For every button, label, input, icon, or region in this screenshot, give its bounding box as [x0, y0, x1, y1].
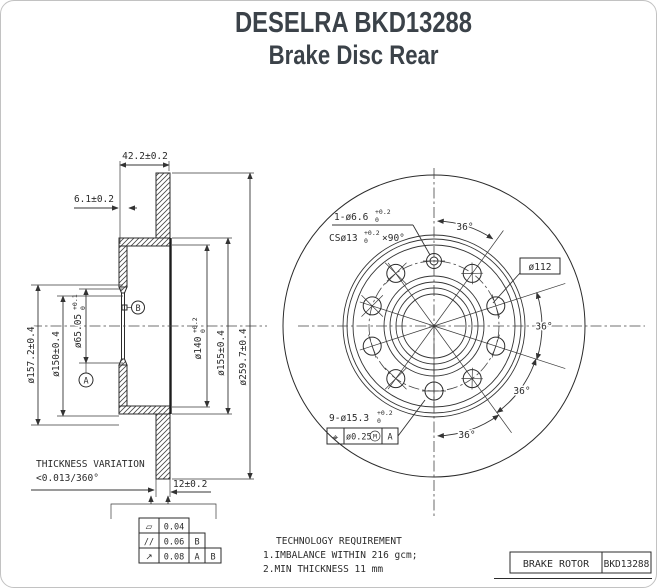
- position-icon: ⌖: [333, 433, 339, 444]
- dim-disc-thickness: 12±0.2: [155, 479, 211, 497]
- bolt-holes-tol-lo: 0: [377, 417, 381, 425]
- runout-datum-2: B: [210, 553, 215, 563]
- feature-control-frame: ▱ 0.04 // 0.06 B ↗ 0.08 A B: [138, 517, 222, 564]
- bolt-circle-callout: ø112: [492, 257, 561, 304]
- section-taper-bottom: [118, 358, 128, 366]
- thickness-variation-value: <0.013/360°: [36, 473, 99, 484]
- flatness-value: 0.04: [164, 523, 184, 533]
- dim-overall-width-label: 42.2±0.2: [122, 151, 168, 162]
- index-hole: [423, 253, 445, 269]
- bolt-holes: [361, 262, 506, 401]
- runout-icon: ↗: [145, 553, 152, 563]
- index-hole-note: 1-ø6.6 +0.2 0 CSø13 +0.2 0 ×90°: [329, 208, 431, 256]
- datum-b-callout: B: [121, 300, 145, 315]
- section-taper-top: [118, 286, 128, 294]
- dim-d140: ø140 +0.2 0: [172, 244, 210, 408]
- flatness-icon: ▱: [146, 523, 153, 533]
- angle-label-right: 36°: [535, 322, 552, 333]
- bolt-holes-tol-hi: +0.2: [377, 409, 393, 417]
- index-hole-note-tol-hi: +0.2: [375, 208, 391, 216]
- index-hole-note-tol-lo: 0: [375, 216, 379, 224]
- parallelism-icon: //: [144, 538, 154, 548]
- dim-flange-thickness: 6.1±0.2: [74, 194, 137, 211]
- dim-d65: ø65.05 +0.1 0 A: [71, 288, 123, 388]
- thickness-variation-label: THICKNESS VARIATION: [36, 459, 145, 470]
- part-number-title: DESELRA BKD13288: [235, 7, 473, 39]
- datum-b-label: B: [135, 304, 140, 314]
- index-hole-note-main: 1-ø6.6: [334, 212, 369, 223]
- hole-x-marks: [361, 262, 484, 390]
- parallelism-datum: B: [194, 538, 199, 548]
- datum-a-label: A: [83, 377, 88, 387]
- datum-b-balloon: [131, 300, 145, 315]
- material-modifier-circle: [369, 430, 381, 442]
- hole-ticks: [368, 294, 500, 392]
- section-view: 42.2±0.2 6.1±0.2 ø157.2±0.4 ø150±0.4: [25, 151, 267, 564]
- section-hub-top: [118, 245, 128, 288]
- countersink-note-main: CSø13: [329, 233, 358, 244]
- bolt-holes-note-main: 9-ø15.3: [329, 413, 369, 424]
- dim-disc-thickness-label: 12±0.2: [173, 479, 207, 490]
- countersink-note-tol-hi: +0.2: [364, 229, 380, 237]
- dim-d259-label: ø259.7±0.4: [238, 328, 249, 385]
- title-block: BRAKE ROTOR BKD13288: [494, 551, 652, 579]
- angle-label-lower-right: 36°: [513, 386, 530, 397]
- dim-d65-tol-hi: +0.1: [71, 294, 79, 310]
- dim-overall-width: 42.2±0.2: [119, 151, 170, 244]
- dim-d65-tol-lo: 0: [79, 306, 87, 310]
- dim-d259: ø259.7±0.4: [172, 172, 254, 480]
- countersink-note-tol-lo: 0: [364, 237, 368, 245]
- section-disc-ring-top: [155, 172, 171, 239]
- technology-requirements: TECHNOLOGY REQUIREMENT 1.IMBALANCE WITHI…: [263, 536, 417, 575]
- tech-req-item-2: 2.MIN THICKNESS 11 mm: [263, 564, 383, 575]
- dim-d140-label: ø140: [193, 336, 204, 359]
- position-tolerance-value: ø0.25: [346, 433, 372, 443]
- runout-value: 0.08: [164, 553, 184, 563]
- fcf-leader-bracket: [110, 495, 217, 519]
- countersink-note-angle: ×90°: [382, 233, 405, 244]
- part-name-title: Brake Disc Rear: [269, 40, 439, 70]
- tech-req-heading: TECHNOLOGY REQUIREMENT: [276, 536, 402, 547]
- dim-d150: ø150±0.4: [50, 295, 123, 417]
- title-block-part-name: BRAKE ROTOR: [523, 559, 590, 570]
- bolt-holes-note: 9-ø15.3 +0.2 0 ⌖ ø0.25 M A: [326, 399, 426, 445]
- position-datum-ref: A: [387, 433, 392, 443]
- section-brim-top: [118, 237, 171, 247]
- runout-datum-1: A: [194, 553, 199, 563]
- front-view: 36° 36° 36° 36° 1-ø6.6 +0.2 0 CSø13 +0.2…: [282, 168, 645, 517]
- bolt-circle-label: ø112: [529, 262, 552, 273]
- parallelism-value: 0.06: [164, 538, 184, 548]
- section-disc-ring-bottom: [155, 413, 171, 480]
- dim-d155-label: ø155±0.4: [216, 330, 227, 376]
- section-brim-bottom: [118, 405, 171, 415]
- dim-d150-label: ø150±0.4: [51, 331, 62, 377]
- material-modifier-m: M: [373, 433, 377, 441]
- dim-d65-label: ø65.05: [73, 314, 84, 348]
- dim-d155: ø155±0.4: [172, 237, 232, 415]
- drawing-title: DESELRA BKD13288 Brake Disc Rear: [129, 7, 579, 70]
- section-hub-bottom: [118, 364, 128, 407]
- dim-flange-thickness-label: 6.1±0.2: [74, 194, 114, 205]
- dim-d157: ø157.2±0.4: [25, 284, 123, 426]
- angle-dimensions: 36° 36° 36° 36°: [437, 218, 554, 443]
- tech-req-item-1: 1.IMBALANCE WITHIN 216 gcm;: [263, 550, 417, 561]
- title-block-part-number: BKD13288: [604, 559, 650, 570]
- datum-a-balloon: [78, 372, 94, 388]
- angle-label-top: 36°: [456, 222, 473, 233]
- dim-d140-tol-hi: +0.2: [191, 317, 199, 333]
- dim-d140-tol-lo: 0: [199, 329, 207, 333]
- dim-d157-label: ø157.2±0.4: [26, 326, 37, 383]
- angle-label-bottom: 36°: [458, 430, 475, 441]
- thickness-variation-note: THICKNESS VARIATION <0.013/360°: [31, 459, 155, 493]
